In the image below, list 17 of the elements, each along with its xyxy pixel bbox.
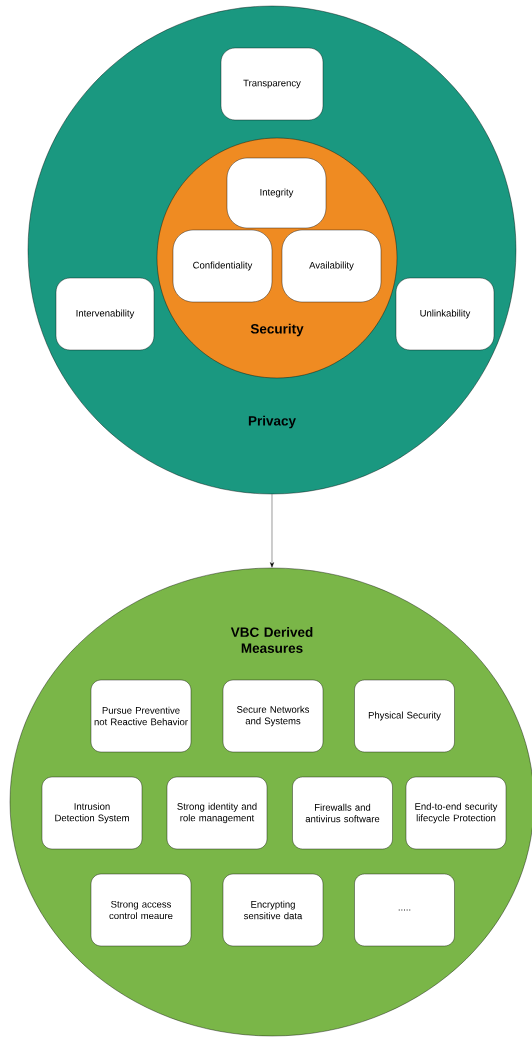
rounded-box: Physical Security [354, 679, 455, 753]
rounded-box: Availability [281, 229, 382, 303]
rounded-box: Strong access control meaure [90, 873, 192, 947]
rounded-box: End-to-end security lifecycle Protection [405, 776, 507, 850]
rounded-box: Encrypting sensitive data [222, 873, 324, 947]
rounded-box: Unlinkability [395, 277, 495, 351]
rounded-box: Transparency [220, 47, 324, 121]
arrow [270, 494, 274, 568]
rounded-box: Intrusion Detection System [41, 776, 143, 850]
rounded-box: Pursue Preventive not Reactive Behavior [90, 679, 192, 753]
rounded-box: Firewalls and antivirus software [292, 776, 393, 850]
rounded-box: Strong identity and role management [166, 776, 268, 850]
rounded-box: ..... [354, 873, 455, 947]
rounded-box: Intervenability [55, 277, 155, 351]
rounded-box: Integrity [226, 157, 327, 229]
rounded-box: Confidentiality [172, 229, 273, 303]
rounded-box: Secure Networks and Systems [222, 679, 324, 753]
